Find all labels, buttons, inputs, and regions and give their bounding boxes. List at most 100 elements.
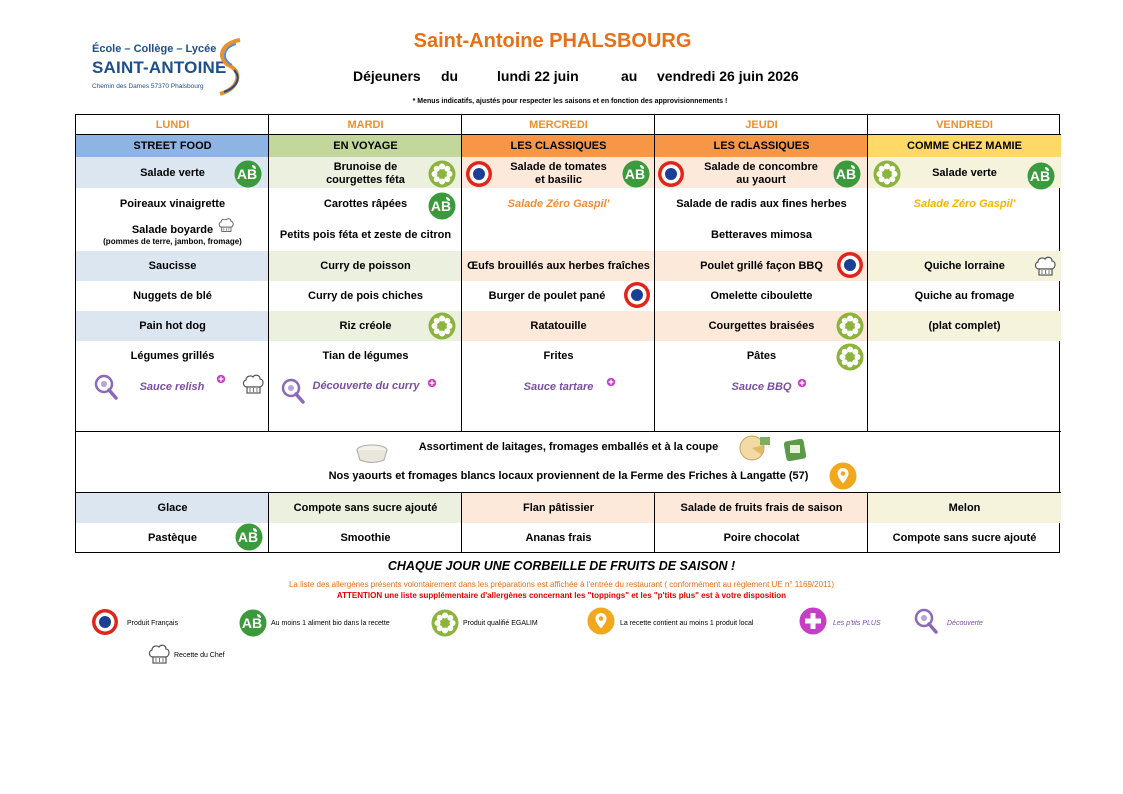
tue-side1: Riz créole (339, 320, 392, 332)
mon-main1: Saucisse (148, 260, 197, 272)
ab-bio-icon (833, 160, 861, 188)
tue-starter2: Carottes râpées (323, 198, 408, 210)
thu-main2: Omelette ciboulette (710, 290, 813, 302)
thu-starter1-line1: Salade de concombre (704, 160, 818, 173)
fri-main2: Quiche au fromage (914, 290, 1015, 302)
dessert-mon-2: Pastèque (148, 532, 197, 544)
chef-hat-icon (216, 215, 236, 235)
ab-bio-icon (1027, 162, 1055, 190)
to-label: au (621, 68, 638, 84)
cheese-icon (739, 435, 770, 461)
egalim-icon (836, 343, 864, 371)
chef-hat-icon (145, 640, 173, 668)
egalim-icon (836, 312, 864, 340)
egalim-icon (431, 609, 459, 637)
thu-starter2: Salade de radis aux fines herbes (676, 198, 847, 210)
dairy-line2: Nos yaourts et fromages blancs locaux pr… (328, 470, 809, 482)
wed-main1: Œufs brouillés aux herbes fraîches (467, 260, 650, 272)
french-flag-icon (657, 160, 685, 188)
legend-bio: Au moins 1 aliment bio dans la recette (271, 620, 390, 627)
chef-hat-icon (239, 370, 267, 398)
day-wed: MERCREDI (529, 119, 588, 131)
thu-side2: Pâtes (746, 350, 777, 362)
theme-fri: COMME CHEZ MAMIE (868, 135, 1061, 157)
thu-starter3: Betteraves mimosa (711, 229, 812, 241)
menu-note: * Menus indicatifs, ajustés pour respect… (412, 98, 728, 105)
thu-main1: Poulet grillé façon BBQ (700, 260, 823, 272)
local-pin-icon (829, 462, 857, 490)
tue-side2: Tian de légumes (322, 350, 409, 362)
discovery-icon (912, 607, 940, 635)
ab-bio-icon (239, 609, 267, 637)
tue-starter1-line2: courgettes féta (326, 173, 405, 186)
day-fri: VENDREDI (936, 119, 993, 131)
allergens-note: La liste des allergènes présents volonta… (288, 580, 835, 589)
fri-starter1: Salade verte (932, 166, 997, 179)
wed-starter2: Salade Zéro Gaspil' (507, 198, 610, 210)
logo-line1: École – Collège – Lycée (92, 43, 217, 55)
mon-sauce: Sauce relish (139, 381, 205, 393)
legend-decouverte: Découverte (947, 620, 983, 627)
ptits-plus-icon (797, 378, 807, 388)
wed-main2: Burger de poulet pané (488, 290, 606, 302)
mon-main2: Nuggets de blé (133, 290, 212, 302)
wed-sauce: Sauce tartare (523, 381, 594, 393)
legend-local: La recette contient au moins 1 produit l… (620, 620, 754, 627)
legend-egalim: Produit qualifié EGALIM (463, 620, 538, 627)
yogurt-icon (356, 444, 388, 463)
menu-table: STREET FOOD EN VOYAGE LES CLASSIQUES LES… (75, 114, 1061, 553)
discovery-icon (279, 377, 307, 405)
fri-main1: Quiche lorraine (924, 260, 1005, 272)
thu-sauce: Sauce BBQ (731, 381, 792, 393)
ptits-plus-icon (799, 607, 827, 635)
day-mon: LUNDI (155, 119, 190, 131)
theme-tue: EN VOYAGE (269, 135, 462, 157)
lunches-label: Déjeuners (353, 68, 421, 84)
school-logo: École – Collège – Lycée SAINT-ANTOINE Ch… (92, 38, 262, 102)
saint-antoine-emblem-icon (219, 38, 241, 96)
end-date: vendredi 26 juin 2026 (657, 68, 799, 84)
mon-side2: Légumes grillés (130, 350, 215, 362)
egalim-icon (428, 160, 456, 188)
dessert-wed-2: Ananas frais (525, 532, 592, 544)
attention-note: ATTENTION une liste supplémentaire d'all… (336, 591, 787, 600)
local-pin-icon (587, 607, 615, 635)
thu-side1: Courgettes braisées (708, 320, 815, 332)
page-title: Saint-Antoine PHALSBOURG (413, 30, 692, 52)
ab-bio-icon (234, 160, 262, 188)
theme-mon: STREET FOOD (76, 135, 269, 157)
dessert-tue-2: Smoothie (340, 532, 391, 544)
legend-chef: Recette du Chef (174, 652, 225, 659)
ab-bio-icon (622, 160, 650, 188)
wed-side2: Frites (543, 350, 574, 362)
fruits-banner: CHAQUE JOUR UNE CORBEILLE DE FRUITS DE S… (387, 559, 736, 573)
french-flag-icon (623, 281, 651, 309)
fri-side1: (plat complet) (928, 320, 1001, 332)
tue-starter1-line1: Brunoise de (333, 160, 398, 173)
legend-plus: Les p'tits PLUS (833, 620, 881, 627)
tue-starter3: Petits pois féta et zeste de citron (279, 229, 452, 241)
mon-starter1: Salade verte (140, 166, 205, 179)
dessert-wed-1: Flan pâtissier (523, 502, 594, 514)
egalim-icon (428, 312, 456, 340)
dessert-thu-1: Salade de fruits frais de saison (680, 502, 843, 514)
dessert-fri-2: Compote sans sucre ajouté (892, 532, 1037, 544)
tue-main2: Curry de pois chiches (308, 290, 423, 302)
tue-sauce: Découverte du curry (312, 380, 420, 392)
chef-hat-icon (1031, 252, 1059, 280)
dessert-fri-1: Melon (948, 502, 981, 514)
day-thu: JEUDI (745, 119, 778, 131)
dairy-line1: Assortiment de laitages, fromages emball… (418, 441, 719, 453)
fri-starter2: Salade Zéro Gaspil' (913, 198, 1016, 210)
dessert-tue-1: Compote sans sucre ajouté (293, 502, 438, 514)
ptits-plus-icon (606, 377, 616, 387)
from-label: du (441, 68, 459, 84)
tue-main1: Curry de poisson (320, 260, 411, 272)
ptits-plus-icon (427, 378, 437, 388)
mon-side1: Pain hot dog (139, 320, 206, 332)
theme-wed: LES CLASSIQUES (462, 135, 655, 157)
french-flag-icon (91, 608, 119, 636)
mon-starter2: Poireaux vinaigrette (119, 198, 226, 210)
start-date: lundi 22 juin (497, 68, 579, 84)
logo-line3: Chemin des Dames 57370 Phalsbourg (92, 83, 204, 90)
